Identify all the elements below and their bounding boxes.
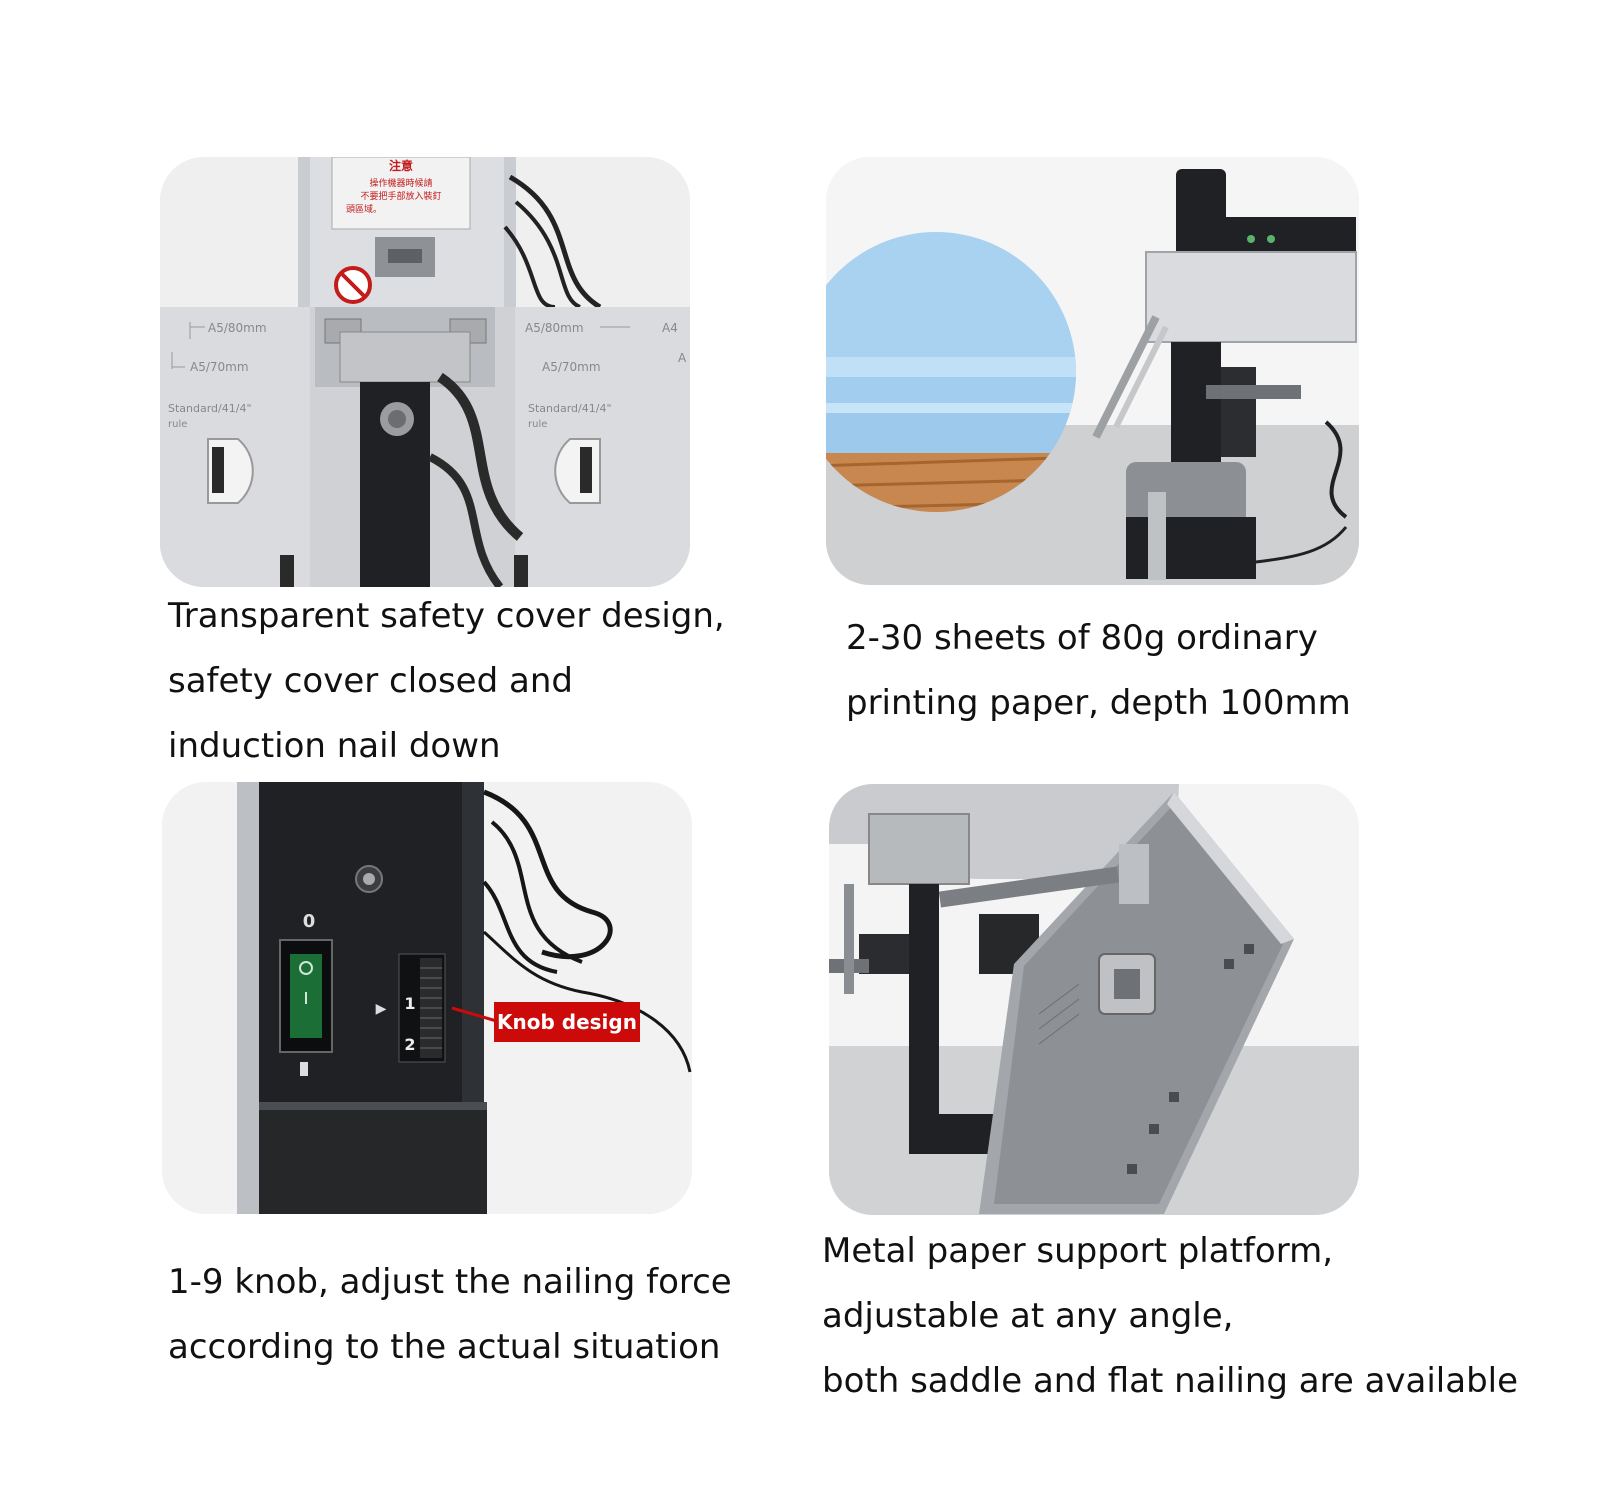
caption-line: Metal paper support platform,: [822, 1231, 1333, 1271]
caption-line: both saddle and flat nailing are availab…: [822, 1361, 1519, 1401]
ruler-label: A5/80mm: [208, 321, 267, 335]
callout-label: Knob design: [497, 1010, 637, 1034]
knob-pointer-icon: ▶: [376, 1001, 387, 1017]
warning-title: 注意: [389, 158, 413, 173]
power-switch[interactable]: [279, 939, 333, 1053]
pressure-knob[interactable]: 1 2: [398, 953, 446, 1063]
caption-line: Transparent safety cover design,: [168, 596, 725, 636]
knob-mark: 2: [404, 1035, 415, 1054]
caption-line: adjustable at any angle,: [822, 1296, 1234, 1336]
knob-design-callout: Knob design: [494, 1002, 640, 1042]
ruler-label: A: [678, 351, 687, 365]
photo-knob-design: 0 ▶ 1 2: [162, 782, 692, 1214]
stapler-control-panel-illustration: 0 ▶ 1 2: [162, 782, 692, 1214]
warning-line: 操作機器時候請: [369, 177, 432, 189]
stapler-cover-illustration: 注意 操作機器時候請 不要把手部放入裝釘 頭區域。: [160, 157, 690, 587]
ruler-label: A4: [662, 321, 678, 335]
caption-line: according to the actual situation: [168, 1327, 721, 1367]
caption-line: safety cover closed and: [168, 661, 573, 701]
ruler-label: Standard/41/4": [168, 402, 252, 415]
ruler-label: A5/70mm: [542, 360, 601, 374]
caption-line: induction nail down: [168, 726, 501, 766]
warning-line: 頭區域。: [346, 203, 382, 215]
paper-stack-zoom: [826, 232, 1076, 512]
metal-platform-plate: [979, 792, 1294, 1214]
caption-line: 1-9 knob, adjust the nailing force: [168, 1262, 732, 1302]
caption-line: 2-30 sheets of 80g ordinary: [846, 618, 1318, 658]
photo-paper-capacity: [826, 157, 1359, 585]
stapler-side-illustration: [826, 157, 1359, 585]
knob-mark: 1: [404, 994, 415, 1013]
ruler-label: rule: [528, 419, 547, 430]
caption-metal-platform: Metal paper support platform, adjustable…: [822, 1219, 1518, 1414]
photo-safety-cover: 注意 操作機器時候請 不要把手部放入裝釘 頭區域。: [160, 157, 690, 587]
ruler-label: A5/70mm: [190, 360, 249, 374]
ruler-marks-right: A5/80mm A5/70mm Standard/41/4" rule A4 A: [525, 321, 687, 430]
caption-safety-cover: Transparent safety cover design, safety …: [168, 584, 725, 779]
warning-line: 不要把手部放入裝釘: [360, 190, 441, 202]
caption-paper-capacity: 2-30 sheets of 80g ordinary printing pap…: [846, 606, 1351, 736]
ruler-label: Standard/41/4": [528, 402, 612, 415]
ruler-label: rule: [168, 419, 187, 430]
ruler-marks-left: A5/80mm A5/70mm Standard/41/4" rule: [168, 321, 267, 430]
stapler-platform-illustration: [829, 784, 1359, 1215]
switch-off-mark: 0: [303, 911, 316, 932]
photo-metal-platform: [829, 784, 1359, 1215]
ruler-label: A5/80mm: [525, 321, 584, 335]
caption-line: printing paper, depth 100mm: [846, 683, 1351, 723]
caption-knob-design: 1-9 knob, adjust the nailing force accor…: [168, 1250, 732, 1380]
no-hand-icon: [334, 266, 372, 304]
